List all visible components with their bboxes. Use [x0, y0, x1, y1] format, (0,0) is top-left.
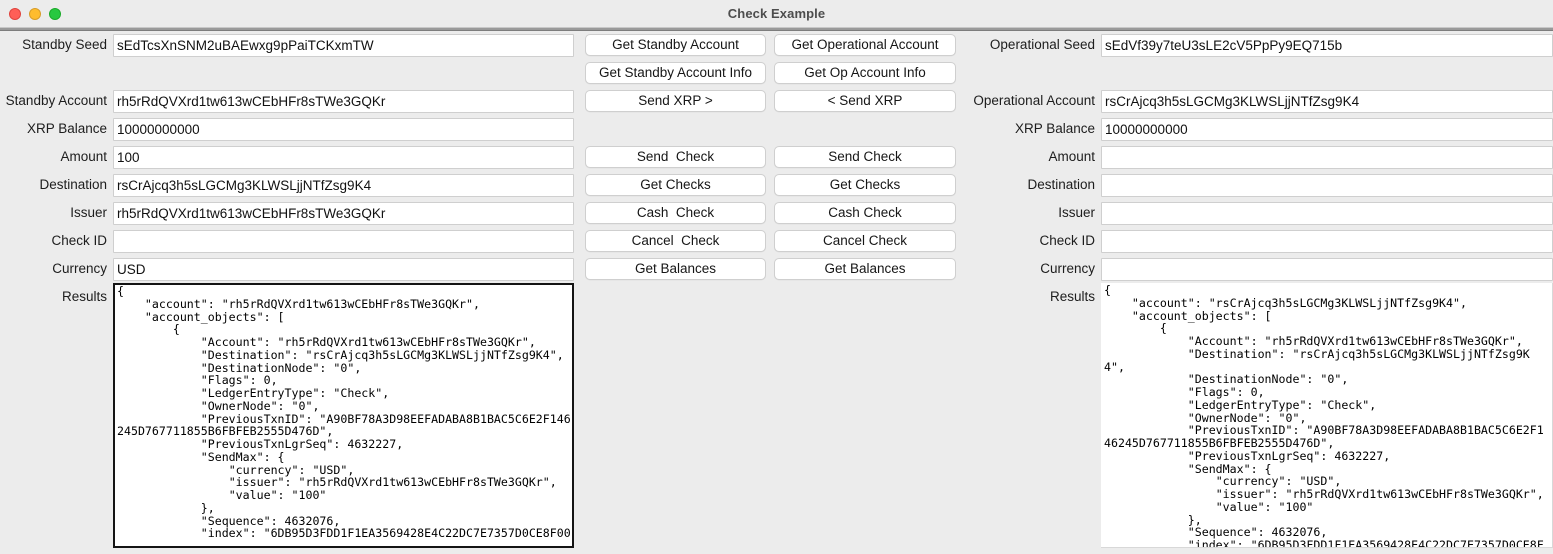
grid-gap	[960, 255, 968, 283]
get-standby-account-button[interactable]: Get Standby Account	[585, 34, 766, 56]
operational-cancel-check-button[interactable]: Cancel Check	[774, 230, 956, 252]
grid-gap	[960, 115, 968, 143]
grid-gap	[574, 115, 581, 143]
window-titlebar: Check Example	[0, 0, 1553, 28]
standby-account-label: Standby Account	[5, 93, 107, 108]
get-op-account-info-button[interactable]: Get Op Account Info	[774, 62, 956, 84]
grid-gap	[574, 227, 581, 255]
standby-cancel-check-button[interactable]: Cancel Check	[585, 230, 766, 252]
standby-get-checks-button[interactable]: Get Checks	[585, 174, 766, 196]
operational-get-balances-button[interactable]: Get Balances	[774, 258, 956, 280]
standby-account-input[interactable]: rh5rRdQVXrd1tw613wCEbHFr8sTWe3GQKr	[113, 89, 574, 113]
operational-currency-label: Currency	[1040, 261, 1095, 276]
grid-gap	[574, 31, 581, 59]
standby-destination-label: Destination	[39, 177, 107, 192]
standby-currency-label: Currency	[52, 261, 107, 276]
get-standby-account-info-button[interactable]: Get Standby Account Info	[585, 62, 766, 84]
operational-send-check-button[interactable]: Send Check	[774, 146, 956, 168]
grid-gap	[574, 199, 581, 227]
operational-destination-input[interactable]	[1101, 173, 1553, 197]
grid-gap	[770, 115, 960, 143]
grid-gap	[968, 59, 1101, 87]
standby-check-id-label: Check ID	[51, 233, 107, 248]
grid-gap	[960, 87, 968, 115]
standby-send-check-button[interactable]: Send Check	[585, 146, 766, 168]
standby-amount-label: Amount	[60, 149, 107, 164]
get-operational-account-button[interactable]: Get Operational Account	[774, 34, 956, 56]
main-content: Standby Seed sEdTcsXnSNM2uBAEwxg9pPaiTCK…	[0, 31, 1553, 554]
send-xrp-left-button[interactable]: < Send XRP	[774, 90, 956, 112]
standby-results-label: Results	[61, 289, 107, 304]
standby-results-wrap: { "account": "rh5rRdQVXrd1tw613wCEbHFr8s…	[113, 283, 574, 554]
grid-gap	[960, 171, 968, 199]
window-title: Check Example	[727, 6, 826, 21]
grid-gap	[574, 87, 581, 115]
standby-issuer-input[interactable]: rh5rRdQVXrd1tw613wCEbHFr8sTWe3GQKr	[113, 201, 574, 225]
grid-gap	[960, 143, 968, 171]
standby-check-id-input[interactable]	[113, 229, 574, 253]
standby-destination-input[interactable]: rsCrAjcq3h5sLGCMg3KLWSLjjNTfZsg9K4	[113, 173, 574, 197]
window-controls	[9, 0, 61, 28]
standby-seed-label: Standby Seed	[22, 37, 107, 52]
operational-currency-input[interactable]	[1101, 257, 1553, 281]
grid-gap	[0, 59, 113, 87]
standby-xrp-balance-input[interactable]: 10000000000	[113, 117, 574, 141]
grid-gap	[574, 143, 581, 171]
grid-gap	[960, 199, 968, 227]
grid-gap	[960, 227, 968, 255]
maximize-button-icon[interactable]	[49, 8, 61, 20]
operational-destination-label: Destination	[1027, 177, 1095, 192]
operational-cash-check-button[interactable]: Cash Check	[774, 202, 956, 224]
grid-gap	[960, 283, 968, 554]
grid-gap	[574, 171, 581, 199]
grid-gap	[960, 31, 968, 59]
operational-results-textarea[interactable]: { "account": "rsCrAjcq3h5sLGCMg3KLWSLjjN…	[1101, 283, 1553, 548]
grid-gap	[113, 59, 574, 87]
operational-xrp-balance-label: XRP Balance	[1014, 121, 1095, 136]
grid-gap	[574, 59, 581, 87]
close-button-icon[interactable]	[9, 8, 21, 20]
grid-gap	[960, 59, 968, 87]
standby-results-textarea[interactable]: { "account": "rh5rRdQVXrd1tw613wCEbHFr8s…	[113, 283, 574, 548]
operational-seed-input[interactable]: sEdVf39y7teU3sLE2cV5PpPy9EQ715b	[1101, 33, 1553, 57]
standby-cash-check-button[interactable]: Cash Check	[585, 202, 766, 224]
standby-get-balances-button[interactable]: Get Balances	[585, 258, 766, 280]
operational-xrp-balance-input[interactable]: 10000000000	[1101, 117, 1553, 141]
operational-get-checks-button[interactable]: Get Checks	[774, 174, 956, 196]
operational-issuer-label: Issuer	[1058, 205, 1095, 220]
minimize-button-icon[interactable]	[29, 8, 41, 20]
send-xrp-right-button[interactable]: Send XRP >	[585, 90, 766, 112]
standby-currency-input[interactable]: USD	[113, 257, 574, 281]
grid-gap	[1101, 59, 1553, 87]
operational-account-input[interactable]: rsCrAjcq3h5sLGCMg3KLWSLjjNTfZsg9K4	[1101, 89, 1553, 113]
operational-amount-input[interactable]	[1101, 145, 1553, 169]
operational-results-label: Results	[1049, 289, 1095, 304]
standby-seed-input[interactable]: sEdTcsXnSNM2uBAEwxg9pPaiTCKxmTW	[113, 33, 574, 57]
grid-gap	[574, 283, 581, 554]
grid-gap	[574, 255, 581, 283]
operational-seed-label: Operational Seed	[989, 37, 1095, 52]
operational-amount-label: Amount	[1048, 149, 1095, 164]
operational-results-wrap: { "account": "rsCrAjcq3h5sLGCMg3KLWSLjjN…	[1101, 283, 1553, 554]
operational-check-id-label: Check ID	[1039, 233, 1095, 248]
grid-gap	[770, 283, 960, 554]
titlebar-divider	[0, 28, 1553, 31]
standby-issuer-label: Issuer	[70, 205, 107, 220]
operational-check-id-input[interactable]	[1101, 229, 1553, 253]
grid-gap	[581, 283, 770, 554]
standby-amount-input[interactable]: 100	[113, 145, 574, 169]
grid-gap	[581, 115, 770, 143]
operational-issuer-input[interactable]	[1101, 201, 1553, 225]
standby-xrp-balance-label: XRP Balance	[26, 121, 107, 136]
operational-account-label: Operational Account	[973, 93, 1095, 108]
